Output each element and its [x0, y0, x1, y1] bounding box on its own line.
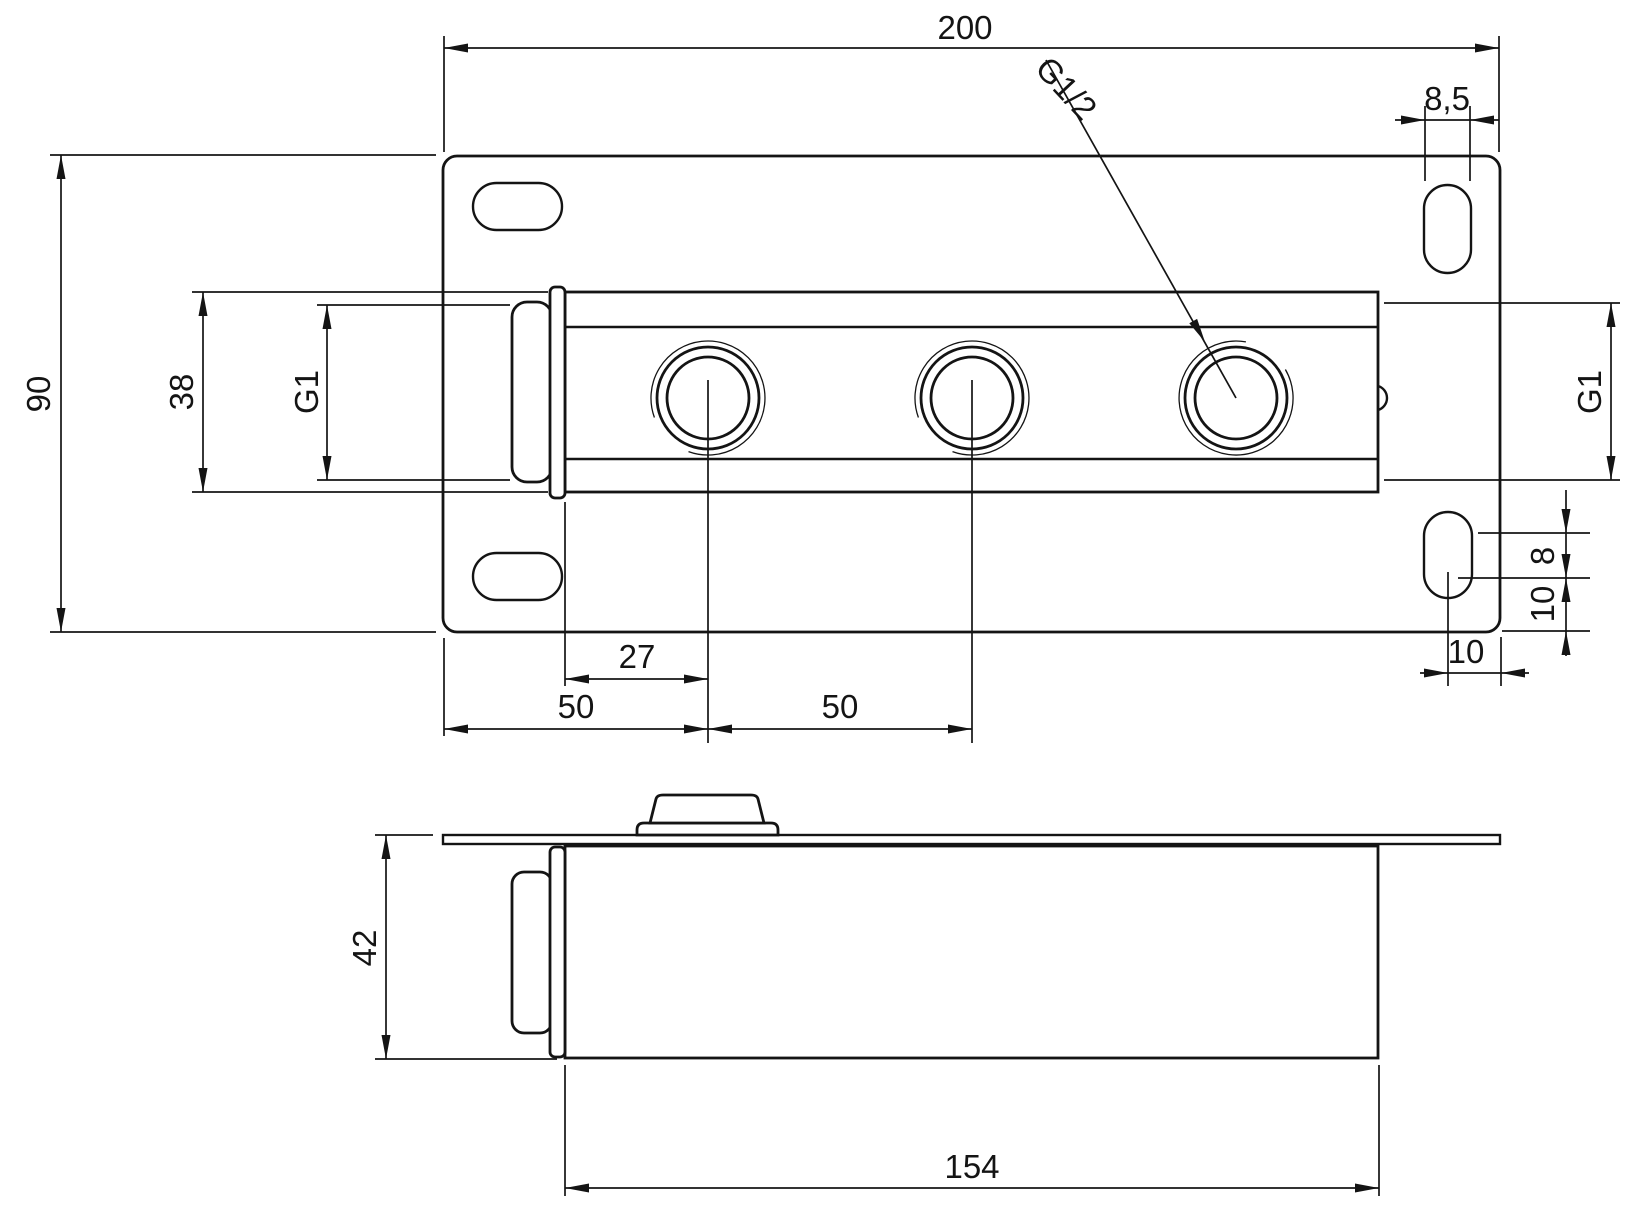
dim-port1-offset-label: 27	[619, 638, 656, 675]
plate-side-strip	[441, 833, 1502, 846]
port-2-thread-arc	[914, 340, 1030, 456]
dim-body-height-label: 38	[163, 374, 200, 411]
dim-plate-height: 90	[20, 154, 436, 633]
dim-port1-offset: 27	[564, 502, 708, 686]
dim-slot-to-right-label: 10	[1448, 633, 1485, 670]
slot-top-left	[471, 181, 564, 232]
dim-port-pitch-b: 50	[708, 688, 972, 734]
leader-port-thread-label: G1/2	[1028, 49, 1104, 127]
dim-overall-width-label: 200	[937, 9, 992, 46]
dim-thread-right: G1	[1384, 302, 1620, 481]
dim-body-height: 38	[163, 291, 548, 493]
dim-slot-straight-label: 8	[1524, 547, 1561, 565]
end-port-bump	[1377, 384, 1389, 412]
port-3	[1178, 340, 1294, 456]
dim-body-length: 154	[564, 1065, 1380, 1196]
slot-bottom-left	[471, 551, 564, 602]
dim-slot-width-label: 8,5	[1424, 80, 1470, 117]
end-cap-flange-side	[548, 845, 567, 1059]
dim-thread-left-label: G1	[288, 370, 325, 414]
dim-body-length-label: 154	[944, 1148, 999, 1185]
end-cap-hex-side	[510, 870, 554, 1035]
slot-top-right	[1422, 183, 1473, 275]
leader-port-thread: G1/2	[1028, 49, 1237, 399]
dim-thread-right-label: G1	[1571, 370, 1608, 414]
side-view	[441, 793, 1502, 1060]
dim-thread-left: G1	[288, 304, 510, 481]
dim-overall-width: 200	[443, 9, 1500, 152]
port-3-bore	[1193, 355, 1279, 441]
dim-overall-depth: 42	[346, 834, 557, 1060]
dim-slot-to-bottom-label: 10	[1524, 586, 1561, 623]
dim-port-pitch-a-label: 50	[558, 688, 595, 725]
port-1-thread-arc	[650, 340, 766, 456]
dim-overall-depth-label: 42	[346, 930, 383, 967]
port-3-counterbore	[1183, 345, 1289, 451]
end-cap-flange	[548, 285, 567, 500]
top-view	[441, 154, 1502, 743]
dim-plate-height-label: 90	[20, 376, 57, 413]
dim-port-pitch-b-label: 50	[822, 688, 859, 725]
dim-port-pitch-a: 50	[443, 638, 708, 736]
dim-slot-to-right: 10	[1420, 572, 1529, 686]
body-side-outline	[563, 844, 1380, 1060]
port-3-thread-arc	[1178, 340, 1294, 456]
boss-block	[648, 793, 766, 825]
boss-collar	[635, 821, 780, 837]
dim-slot-width: 8,5	[1395, 80, 1499, 181]
end-cap-hex	[510, 300, 554, 484]
dim-slot-straight-and-offset: 8 10	[1458, 490, 1590, 656]
